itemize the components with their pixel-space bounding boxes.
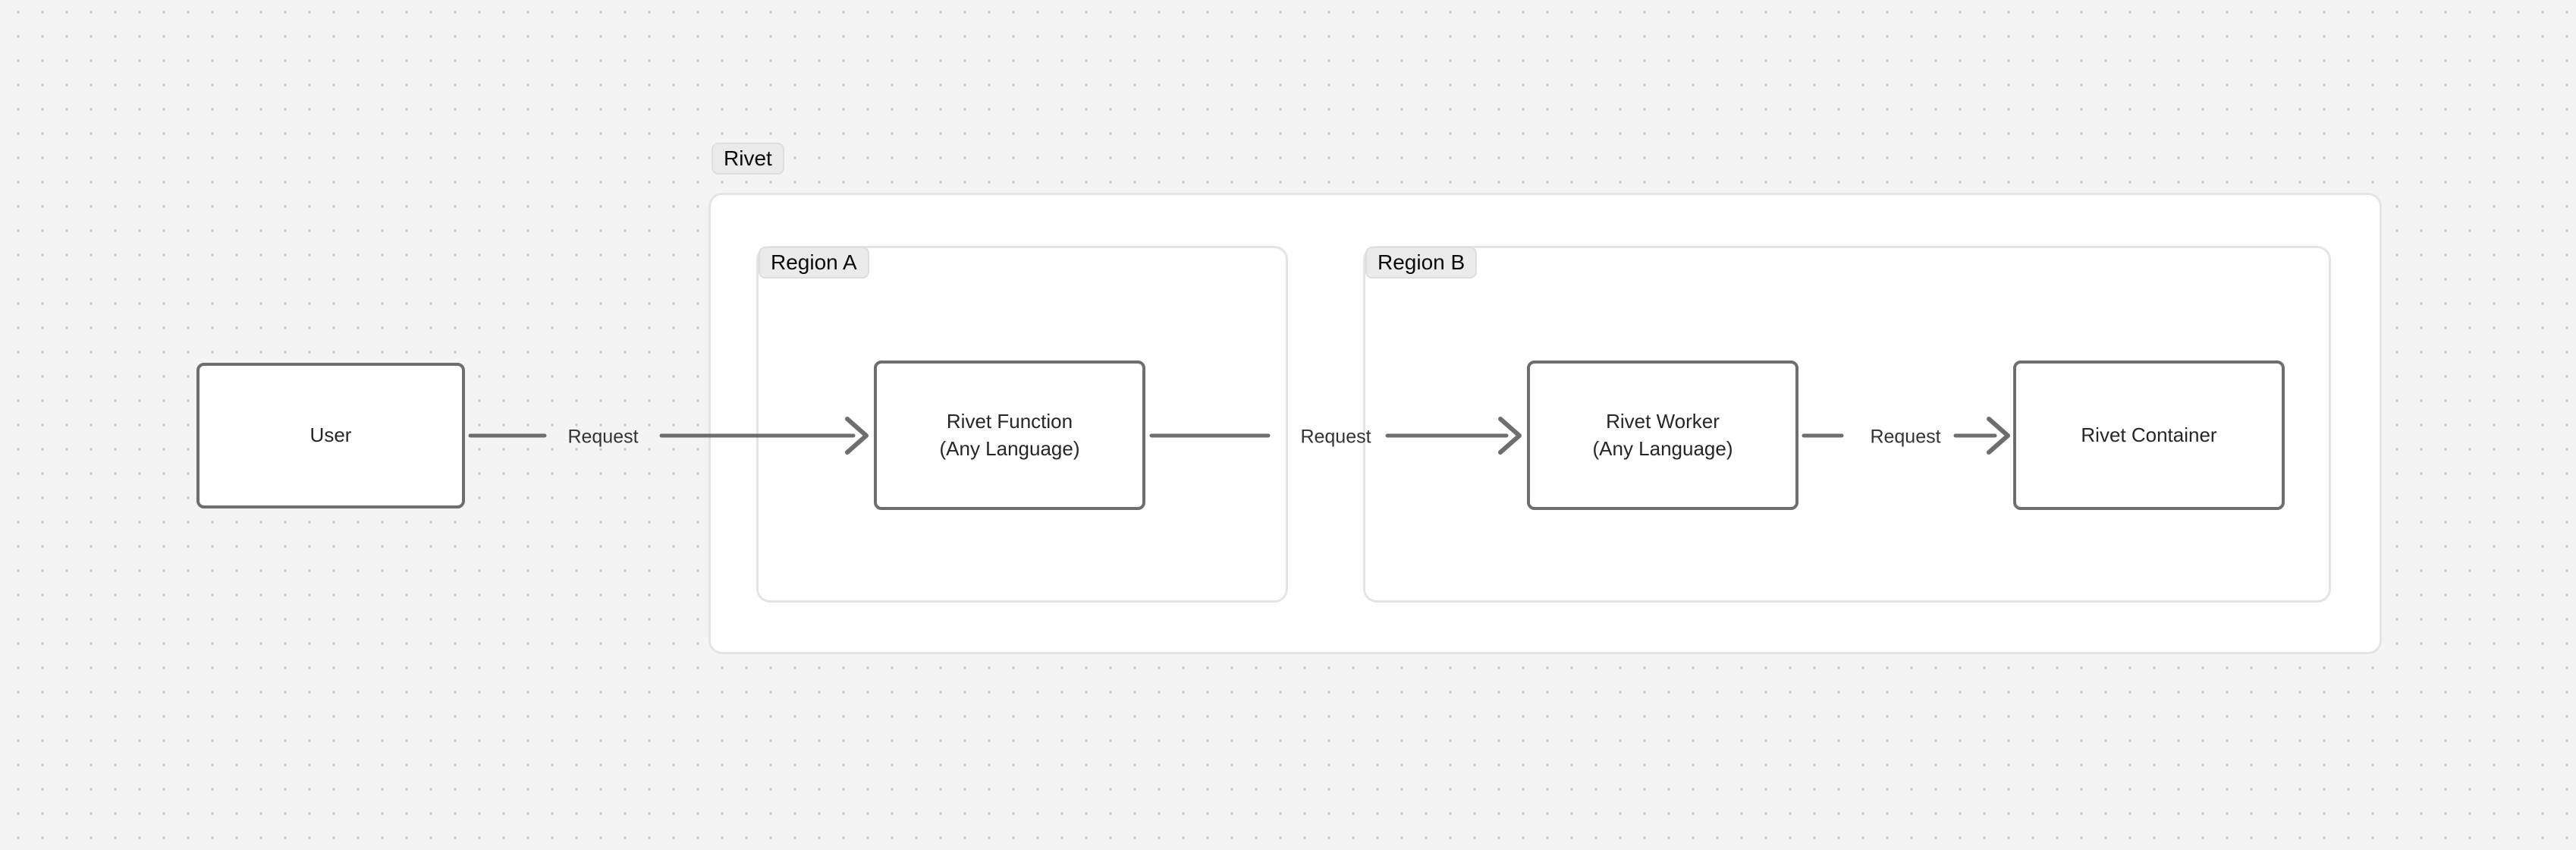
node-rivet-container[interactable]: Rivet Container [2013, 360, 2285, 510]
node-user[interactable]: User [196, 363, 465, 508]
group-label-region-a-text: Region A [771, 250, 857, 274]
node-rivet-function-label-line2: (Any Language) [939, 436, 1080, 460]
group-label-region-b-text: Region B [1378, 250, 1465, 274]
node-user-label: User [309, 423, 352, 447]
node-rivet-worker-label-line1: Rivet Worker [1606, 410, 1720, 433]
edge-label-user-to-function: Request [567, 426, 639, 448]
node-rivet-function-label-line1: Rivet Function [946, 410, 1073, 433]
group-label-rivet: Rivet [712, 143, 784, 175]
node-rivet-function[interactable]: Rivet Function (Any Language) [874, 360, 1145, 510]
edge-label-function-to-worker: Request [1300, 426, 1371, 448]
node-rivet-worker[interactable]: Rivet Worker (Any Language) [1527, 360, 1798, 510]
edge-label-worker-to-container: Request [1870, 426, 1941, 448]
group-region-a[interactable] [756, 246, 1288, 603]
group-label-region-b: Region B [1365, 247, 1478, 279]
node-rivet-container-label: Rivet Container [2081, 423, 2217, 446]
group-region-b[interactable] [1363, 246, 2331, 603]
node-rivet-worker-label-line2: (Any Language) [1592, 436, 1733, 460]
group-label-region-a: Region A [759, 247, 869, 279]
group-label-rivet-text: Rivet [724, 146, 772, 170]
